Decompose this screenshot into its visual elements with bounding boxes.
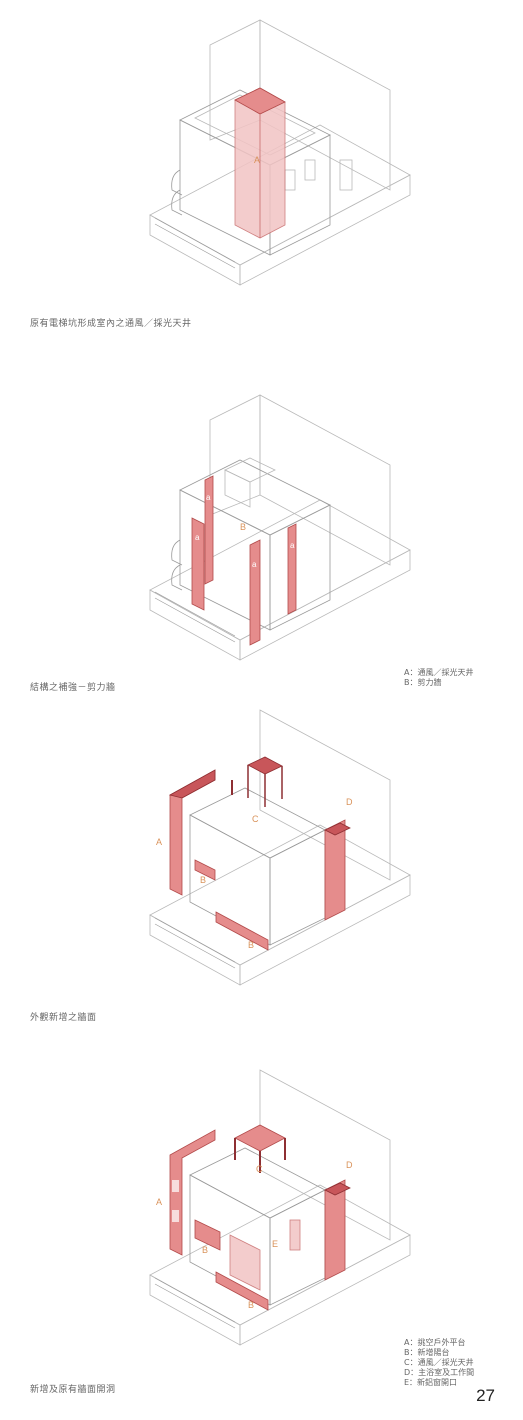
label-b-1: B xyxy=(202,1245,208,1255)
label-a: A xyxy=(156,1197,162,1207)
legend-item: D：主浴室及工作間 xyxy=(404,1368,475,1377)
opened-wall-a xyxy=(169,1129,216,1256)
railing xyxy=(154,591,236,643)
label-b: B xyxy=(240,522,246,532)
isometric-drawing-2: a a B a a xyxy=(149,394,411,661)
roof-frame-c xyxy=(231,756,283,807)
caption-2: 結構之補強－剪力牆 xyxy=(30,683,116,693)
page-number: 27 xyxy=(476,1386,495,1405)
label-e: E xyxy=(272,1239,278,1249)
label-b-1: B xyxy=(200,875,206,885)
window-opening-e-2 xyxy=(289,1219,301,1251)
shear-wall-1 xyxy=(204,475,214,585)
isometric-drawing-4: A B B C D E xyxy=(149,1069,411,1346)
new-wall-b-2 xyxy=(215,911,269,951)
legend-item: A：挑空戶外平台 xyxy=(404,1338,466,1347)
pergola-c xyxy=(234,1124,286,1173)
new-wall-d xyxy=(324,819,346,921)
railing xyxy=(154,217,236,269)
label-a-4: a xyxy=(290,541,295,550)
legend-item: B：新增陽台 xyxy=(404,1348,450,1357)
legend-item: B：剪力牆 xyxy=(404,678,442,687)
caption-4: 新增及原有牆面開洞 xyxy=(30,1385,116,1395)
balcony-b-2 xyxy=(215,1271,269,1311)
label-a: A xyxy=(254,155,260,165)
diagram-panel-1: A 原有電梯坑形成室內之通風／採光天井 xyxy=(0,0,523,340)
shear-wall-2 xyxy=(191,517,205,611)
legend-2: A：通風／採光天井 B：剪力牆 xyxy=(404,668,473,688)
diagram-panel-2: a a B a a 結構之補強－剪力牆 A：通風／採光天井 B：剪力牆 xyxy=(0,350,523,693)
label-d: D xyxy=(346,797,353,807)
caption-1: 原有電梯坑形成室內之通風／採光天井 xyxy=(30,319,192,329)
legend-4: A：挑空戶外平台 B：新增陽台 C：通風／採光天井 D：主浴室及工作間 E：新鋁… xyxy=(404,1338,474,1388)
label-c: C xyxy=(256,1164,263,1174)
legend-item: E：新鋁窗開口 xyxy=(404,1378,458,1387)
railing xyxy=(154,1277,236,1329)
label-a-3: a xyxy=(252,560,257,569)
caption-3: 外觀新增之牆面 xyxy=(30,1013,97,1023)
label-a: A xyxy=(156,837,162,847)
balcony-b-1 xyxy=(194,1219,221,1251)
window-opening-e xyxy=(229,1234,261,1291)
label-b-2: B xyxy=(248,1300,254,1310)
label-c: C xyxy=(252,814,259,824)
diagram-panel-4: A B B C D E 新增及原有牆面開洞 A：挑空戶外平台 B：新增陽台 C：… xyxy=(0,1060,523,1420)
railing xyxy=(154,917,236,969)
isometric-drawing-1: A xyxy=(149,19,411,286)
label-b-2: B xyxy=(248,940,254,950)
legend-item: A：通風／採光天井 xyxy=(404,668,474,677)
legend-item: C：通風／採光天井 xyxy=(404,1358,474,1367)
shear-wall-3 xyxy=(249,539,261,646)
label-d: D xyxy=(346,1160,353,1170)
diagram-panel-3: A B B C D 外觀新增之牆面 xyxy=(0,700,523,1040)
label-a-1: a xyxy=(206,493,211,502)
new-wall-b-1 xyxy=(194,859,216,881)
elevator-shaft-top xyxy=(234,87,286,115)
isometric-drawing-3: A B B C D xyxy=(149,709,411,986)
shear-wall-4 xyxy=(287,523,297,615)
label-a-2: a xyxy=(195,533,200,542)
bathroom-d xyxy=(324,1179,346,1281)
